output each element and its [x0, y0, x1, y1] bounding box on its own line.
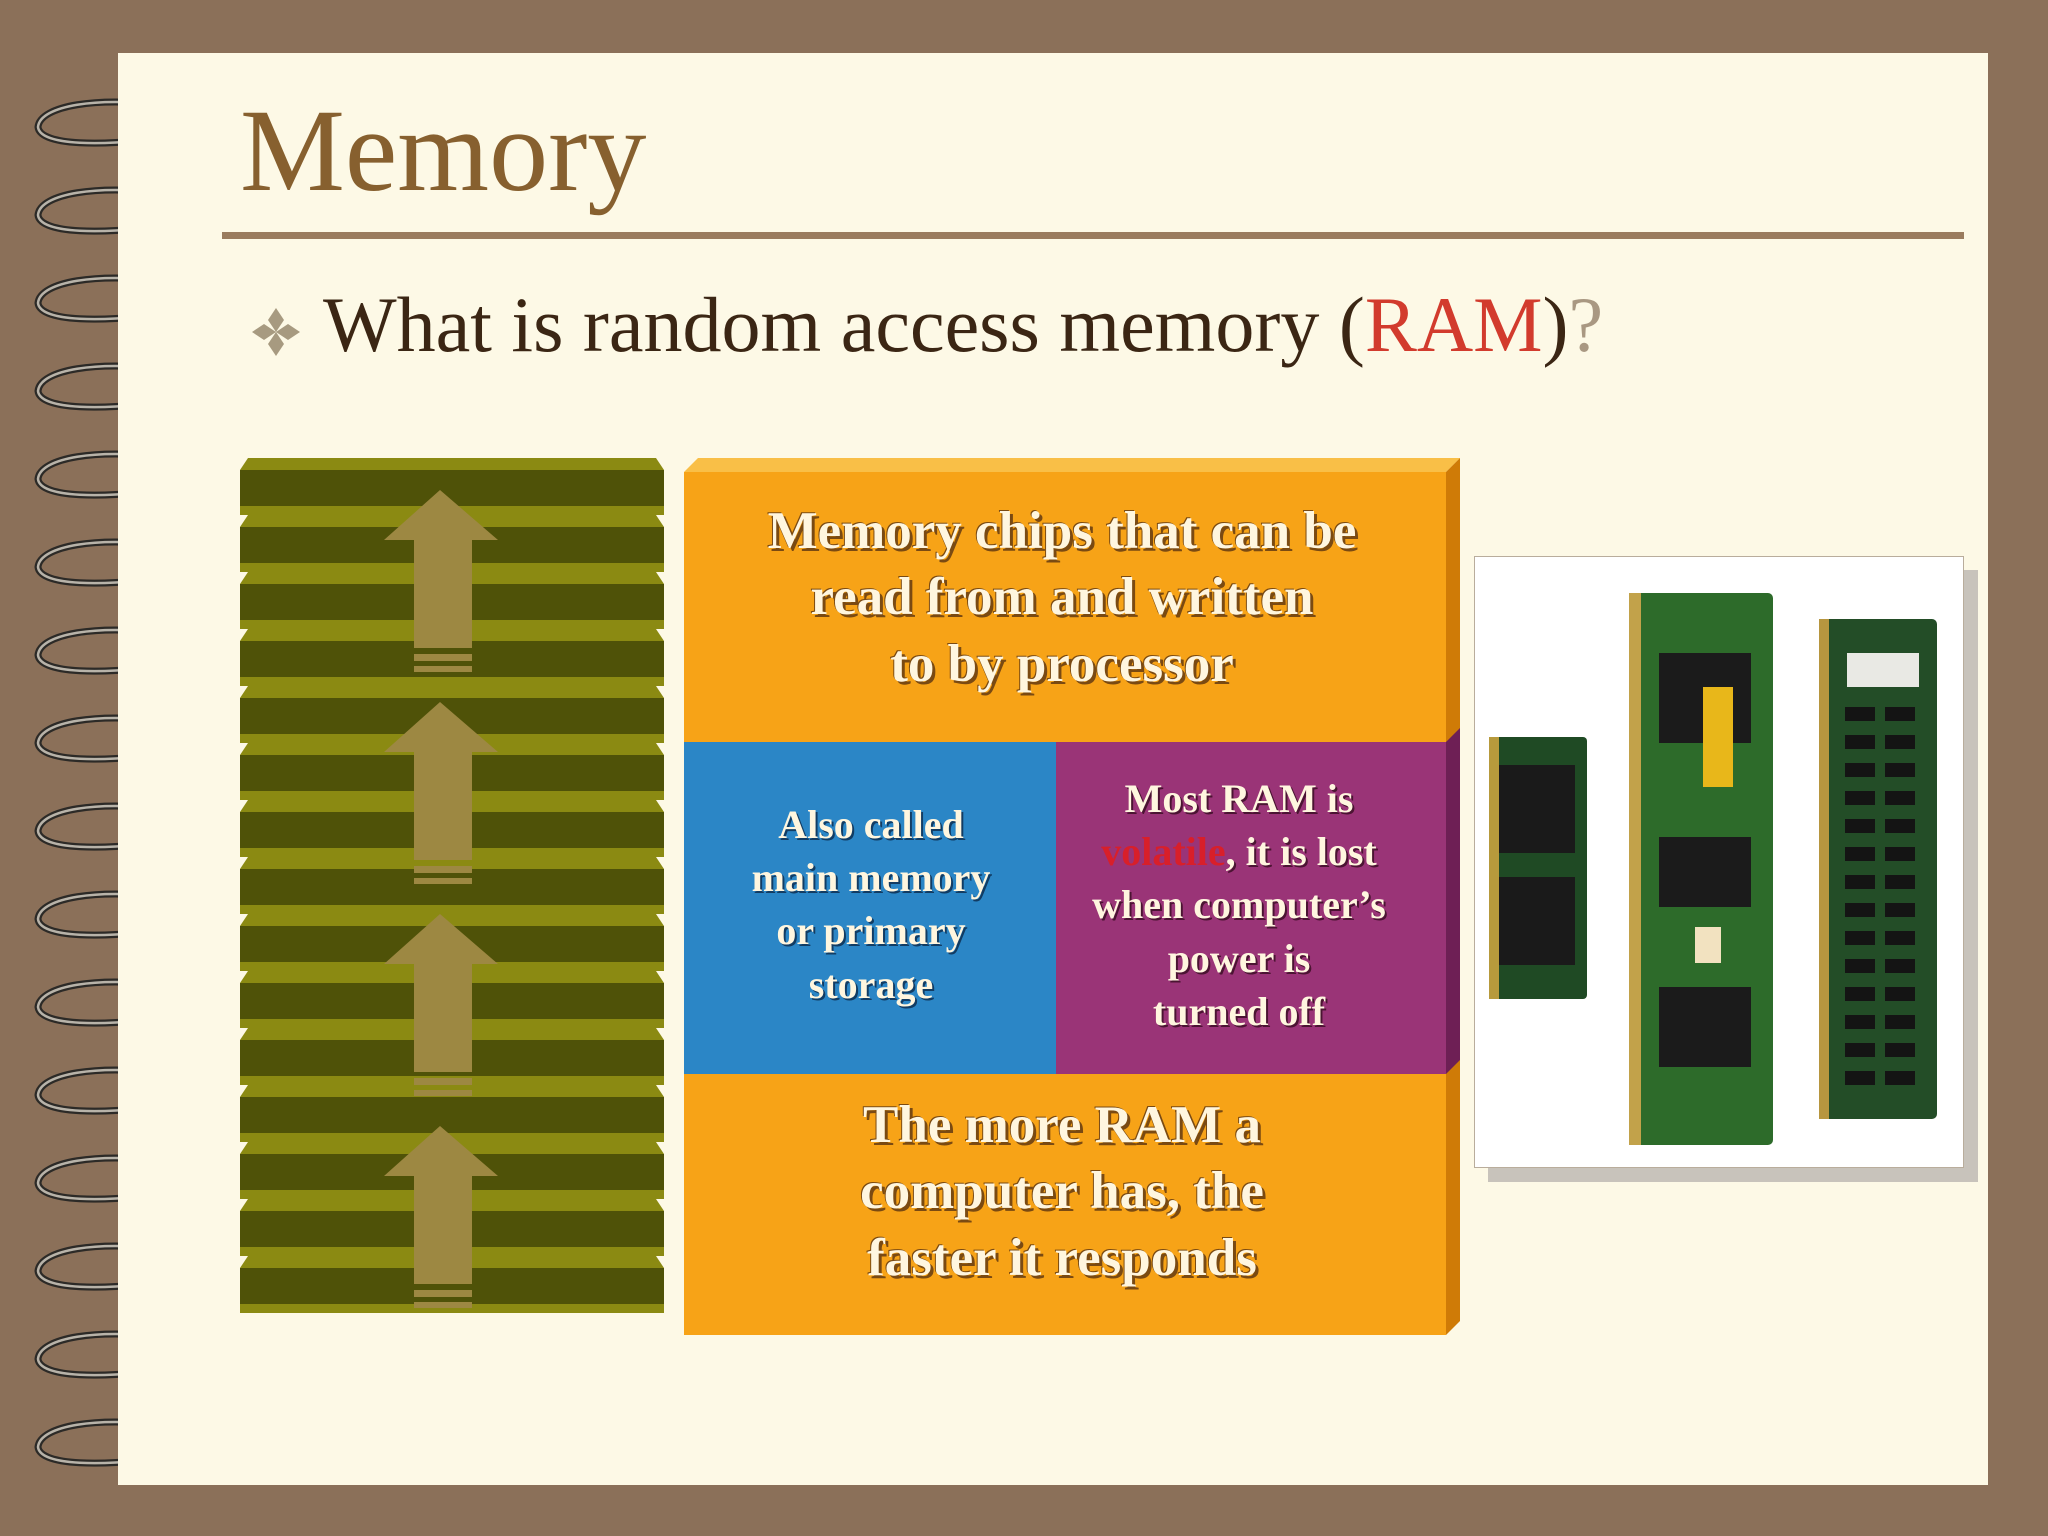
box-top-bevel: [684, 458, 1460, 472]
top-panel: [684, 472, 1446, 752]
so-dimm-module: [1489, 737, 1587, 999]
up-arrow-icon: [384, 1126, 498, 1308]
blue-panel-text: Also called main memory or primary stora…: [710, 798, 1032, 1011]
purple-line-5: turned off: [1152, 988, 1326, 1034]
memory-layer: [240, 857, 664, 914]
dimm-module-2: [1819, 619, 1937, 1119]
close-paren: ): [1542, 281, 1569, 368]
bottom-panel: [684, 1074, 1446, 1335]
bullet-prefix: What is random access memory (: [323, 281, 1365, 368]
top-line-2: read from and written: [810, 568, 1314, 627]
dimm-module-1: [1629, 593, 1773, 1145]
blue-line-4: storage: [808, 961, 934, 1007]
purple-side-bevel: [1446, 728, 1460, 1074]
ram-diagram-box: [684, 458, 1460, 1335]
purple-panel: [1056, 742, 1446, 1074]
purple-line-2-rest: , it is lost: [1225, 829, 1377, 875]
slide-title: Memory: [240, 85, 647, 216]
ram-modules-photo: [1474, 556, 1964, 1168]
memory-stack-graphic: [240, 458, 664, 1313]
top-line-3: to by processor: [890, 634, 1234, 693]
question-mark: ?: [1568, 281, 1604, 368]
top-panel-text: Memory chips that can be read from and w…: [684, 498, 1440, 697]
up-arrow-icon: [384, 914, 498, 1096]
bottom-line-1: The more RAM a: [863, 1096, 1261, 1154]
bottom-line-3: faster it responds: [867, 1228, 1257, 1287]
ram-term: RAM: [1364, 281, 1543, 368]
title-divider: [222, 232, 1964, 239]
volatile-term: volatile: [1101, 829, 1226, 875]
blue-line-2: main memory: [751, 855, 991, 901]
bullet-text: What is random access memory (RAM)?: [323, 278, 1603, 372]
purple-line-1: Most RAM is: [1124, 776, 1354, 821]
up-arrow-icon: [384, 490, 498, 672]
blue-panel: [684, 742, 1056, 1074]
purple-line-2: volatile, it is lost: [1062, 825, 1416, 878]
blue-line-1: Also called: [778, 802, 964, 847]
memory-chip-rows: [1845, 707, 1915, 1085]
bottom-panel-text: The more RAM a computer has, the faster …: [684, 1092, 1440, 1291]
purple-panel-text: Most RAM is volatile, it is lost when co…: [1062, 772, 1416, 1038]
purple-line-4: power is: [1167, 935, 1311, 981]
bottom-line-2: computer has, the: [860, 1162, 1264, 1221]
top-line-1: Memory chips that can be: [767, 502, 1357, 560]
memory-layer: [240, 1085, 664, 1142]
blue-line-3: or primary: [776, 908, 966, 954]
purple-line-3: when computer’s: [1092, 882, 1386, 928]
diamond-bullet-icon: [252, 308, 300, 356]
up-arrow-icon: [384, 702, 498, 884]
